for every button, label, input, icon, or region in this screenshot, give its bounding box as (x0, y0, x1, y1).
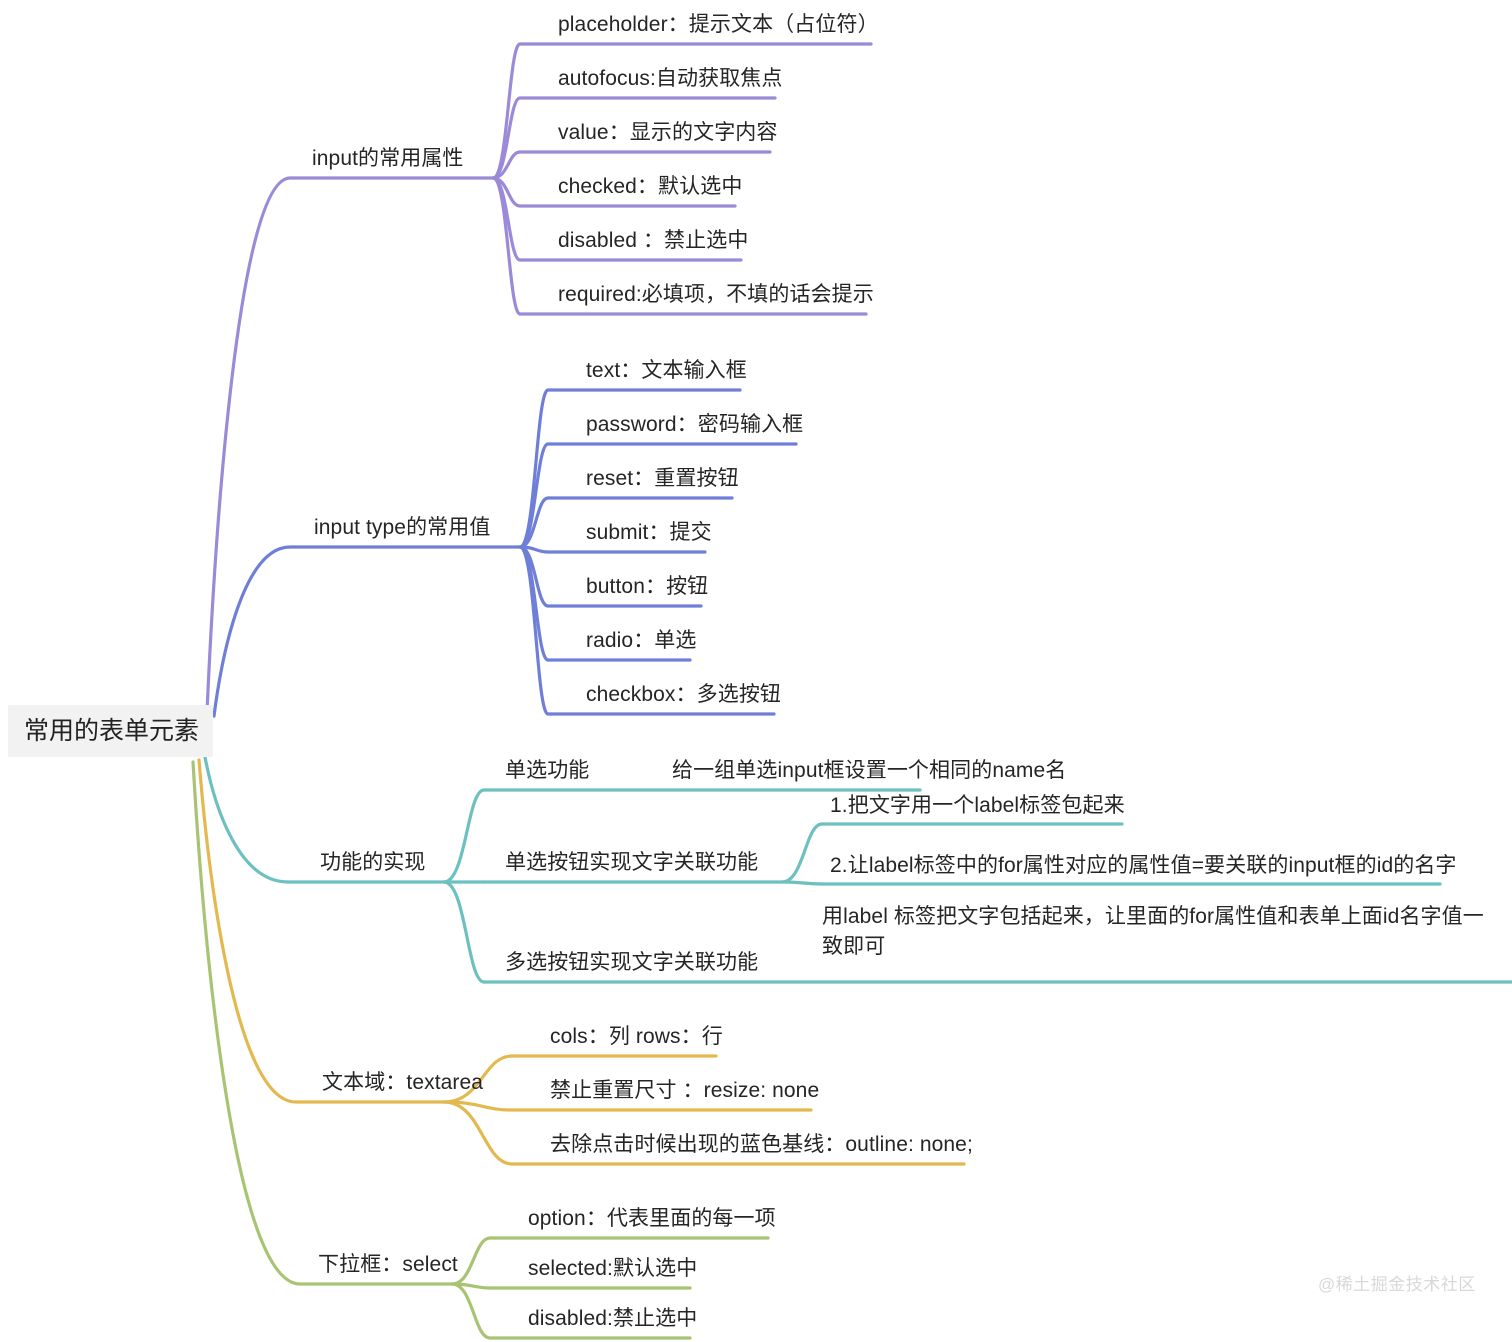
leaf-label[interactable]: checkbox：多选按钮 (586, 683, 782, 706)
leaf-label[interactable]: 禁止重置尺寸 ：resize: none (550, 1079, 820, 1102)
connector (442, 1100, 514, 1112)
branch-label-input-type-values[interactable]: input type的常用值 (314, 516, 491, 539)
connector (780, 880, 824, 886)
leaf-label[interactable]: placeholder：提示文本（占位符） (558, 13, 879, 36)
connector (518, 388, 550, 549)
connector (197, 758, 298, 1104)
leaf-label[interactable]: required:必填项，不填的话会提示 (558, 283, 874, 306)
connector (491, 96, 522, 180)
branch-label-select[interactable]: 下拉框：select (318, 1253, 458, 1276)
child-label[interactable]: 多选按钮实现文字关联功能 (505, 951, 759, 974)
branch-label-input-attributes[interactable]: input的常用属性 (312, 147, 464, 170)
child-label[interactable]: 单选按钮实现文字关联功能 (505, 851, 759, 874)
leaf-label[interactable]: 去除点击时候出现的蓝色基线：outline: none; (550, 1133, 973, 1156)
connector (442, 1100, 514, 1166)
leaf-label[interactable]: autofocus:自动获取焦点 (558, 67, 783, 90)
leaf-label[interactable]: option：代表里面的每一项 (528, 1207, 776, 1230)
leaf-label[interactable]: checked：默认选中 (558, 175, 743, 198)
connector (442, 880, 486, 984)
connector (491, 176, 522, 316)
leaf-label[interactable]: button：按钮 (586, 575, 709, 598)
grandchild-label[interactable]: 给一组单选input框设置一个相同的name名 (672, 759, 1067, 782)
connector (491, 150, 522, 180)
connector (450, 1282, 492, 1340)
leaf-label[interactable]: submit：提交 (586, 521, 712, 544)
child-label[interactable]: 单选功能 (505, 759, 590, 782)
leaf-label[interactable]: disabled ：禁止选中 (558, 229, 749, 252)
leaf-label[interactable]: cols：列 rows：行 (550, 1025, 723, 1048)
connector (203, 755, 290, 884)
leaf-label[interactable]: text：文本输入框 (586, 359, 747, 382)
connector (491, 176, 522, 208)
root-node[interactable]: 常用的表单元素 (8, 705, 214, 757)
connector (450, 1282, 492, 1290)
connector (442, 788, 486, 884)
connector (518, 545, 550, 554)
connector (212, 545, 292, 718)
connector (518, 545, 550, 716)
leaf-label[interactable]: value：显示的文字内容 (558, 121, 778, 144)
connector (191, 760, 302, 1286)
leaf-label[interactable]: selected:默认选中 (528, 1257, 698, 1280)
connector (518, 545, 550, 662)
connector (491, 176, 522, 262)
connector (780, 822, 824, 884)
connector (518, 545, 550, 608)
grandchild-label[interactable]: 用label 标签把文字包括起来，让里面的for属性值和表单上面id名字值一致即… (822, 905, 1484, 958)
leaf-label[interactable]: password：密码输入框 (586, 413, 804, 436)
branch-label-textarea[interactable]: 文本域：textarea (322, 1071, 484, 1094)
connector (518, 496, 550, 549)
branch-label-feature-implementation[interactable]: 功能的实现 (320, 851, 426, 874)
watermark: @稀土掘金技术社区 (1318, 1275, 1476, 1294)
leaf-label[interactable]: radio：单选 (586, 629, 697, 652)
grandchild-label[interactable]: 2.让label标签中的for属性对应的属性值=要关联的input框的id的名字 (830, 854, 1457, 877)
leaf-label[interactable]: disabled:禁止选中 (528, 1307, 698, 1330)
connector (205, 176, 292, 714)
connector (518, 442, 550, 549)
leaf-label[interactable]: reset：重置按钮 (586, 467, 739, 490)
connector (491, 42, 522, 180)
grandchild-label[interactable]: 1.把文字用一个label标签包起来 (830, 794, 1125, 817)
